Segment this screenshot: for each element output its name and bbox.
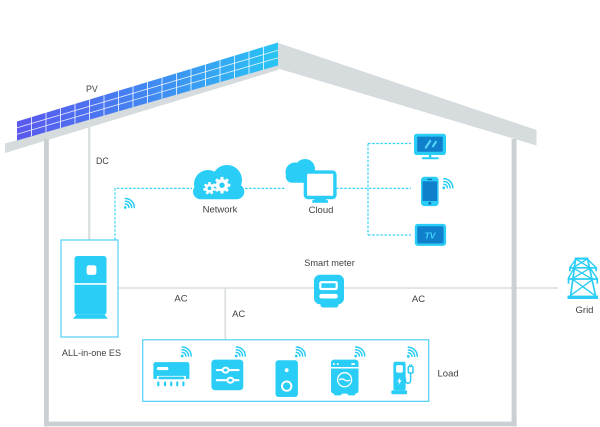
svg-text:DC: DC [96, 156, 109, 166]
svg-text:AC: AC [174, 294, 187, 305]
svg-text:Grid: Grid [576, 305, 594, 316]
svg-text:ALL-in-one ES: ALL-in-one ES [62, 348, 121, 358]
svg-text:Smart meter: Smart meter [304, 258, 355, 268]
svg-text:AC: AC [232, 309, 245, 320]
svg-text:Network: Network [203, 205, 238, 216]
svg-text:Cloud: Cloud [309, 205, 334, 216]
svg-text:Load: Load [438, 369, 459, 380]
svg-text:AC: AC [412, 294, 425, 305]
svg-text:TV: TV [425, 230, 437, 240]
svg-text:PV: PV [86, 84, 98, 94]
